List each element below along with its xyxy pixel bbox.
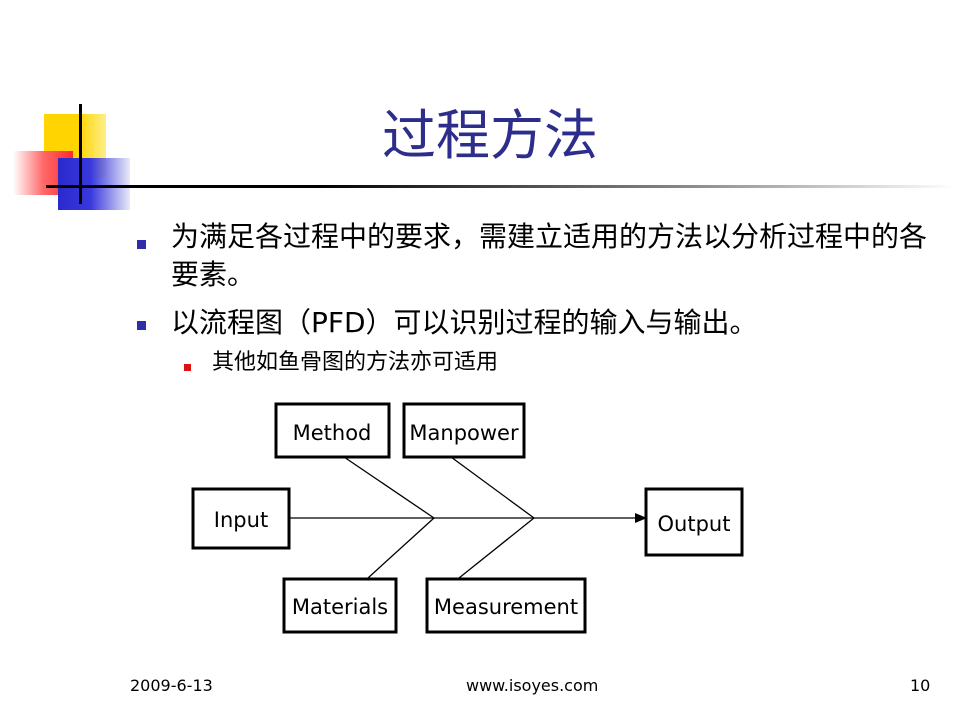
bullet-text: 以流程图（PFD）可以识别过程的输入与输出。 <box>171 306 758 339</box>
box-label-input: Input <box>214 508 268 532</box>
decor-blue-square <box>58 158 130 210</box>
footer-page-number: 10 <box>910 676 931 695</box>
decor-vertical-line <box>79 104 82 204</box>
bone-method <box>343 456 435 519</box>
title-underline <box>46 185 956 188</box>
box-manpower: Manpower <box>402 402 526 459</box>
box-input: Input <box>191 487 291 550</box>
sub-bullet-marker <box>184 364 191 371</box>
box-output: Output <box>644 487 744 557</box>
box-label-manpower: Manpower <box>409 421 519 445</box>
box-label-materials: Materials <box>292 595 388 619</box>
bullet-marker <box>137 240 146 249</box>
box-materials: Materials <box>282 577 398 634</box>
footer-date: 2009-6-13 <box>130 676 213 695</box>
sub-bullet-text: 其他如鱼骨图的方法亦可适用 <box>212 350 499 375</box>
bone-measurement <box>458 517 535 579</box>
slide-title: 过程方法 <box>382 104 598 167</box>
box-label-method: Method <box>293 421 372 445</box>
box-label-measurement: Measurement <box>434 595 578 619</box>
footer-website: www.isoyes.com <box>466 676 599 695</box>
bone-manpower <box>450 456 535 519</box>
box-method: Method <box>274 402 391 459</box>
box-measurement: Measurement <box>425 577 587 634</box>
bullet-text: 为满足各过程中的要求，需建立适用的方法以分析过程中的各要素。 <box>171 220 928 291</box>
bullet-marker <box>137 321 146 330</box>
bone-materials <box>367 517 435 579</box>
box-label-output: Output <box>658 512 731 536</box>
